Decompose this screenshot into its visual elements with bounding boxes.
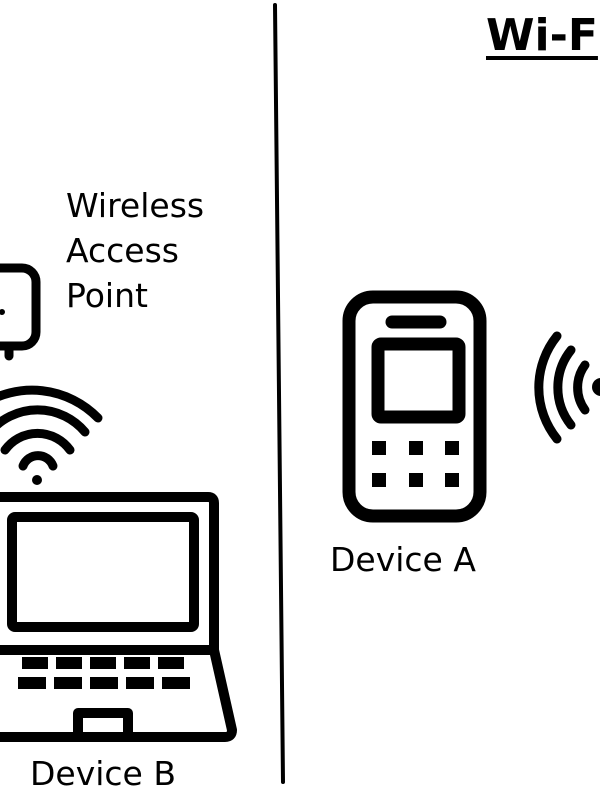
phone-icon — [342, 290, 487, 523]
diagram-title: Wi-F — [486, 10, 598, 61]
wifi-signal-icon — [0, 385, 103, 485]
laptop-icon — [0, 492, 237, 742]
device-b-label: Device B — [30, 754, 176, 793]
access-point-icon — [0, 263, 41, 361]
wireless-broadcast-icon — [534, 331, 600, 444]
panel-divider — [273, 3, 285, 784]
device-a-label: Device A — [330, 540, 476, 579]
access-point-label-line-3: Point — [66, 276, 148, 315]
access-point-label-line-1: Wireless — [66, 186, 205, 225]
access-point-label-line-2: Access — [66, 231, 179, 270]
